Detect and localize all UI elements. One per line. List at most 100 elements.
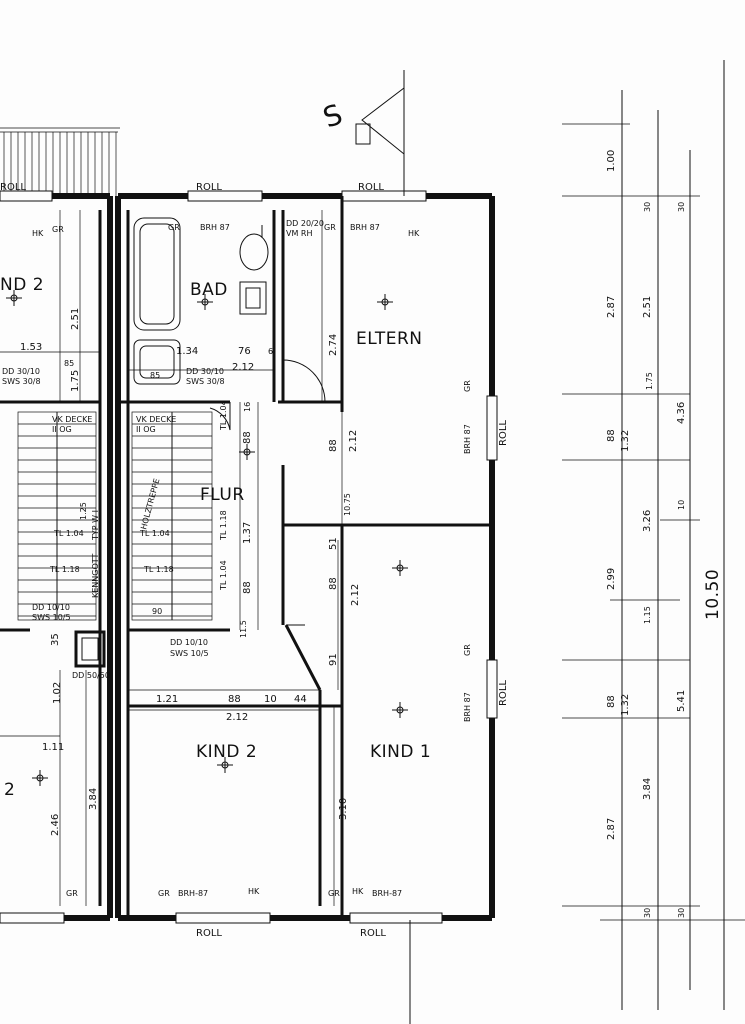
hk-label: HK: [32, 229, 44, 238]
dimension-label: 2.51: [642, 296, 653, 318]
holztreppe-label: HOLZTREPPE: [139, 478, 161, 531]
roll-label: ROLL: [196, 928, 222, 939]
dimension-label: 6: [268, 347, 273, 356]
dimension-label: 88: [242, 431, 253, 444]
dimension-label: 1.37: [242, 522, 253, 544]
brh-label: BRH 87: [350, 223, 380, 232]
dimension-label: 90: [152, 607, 162, 616]
dimension-label: 2.12: [226, 712, 248, 723]
gr-label: GR: [328, 889, 340, 898]
external-dimension-chains: [562, 60, 745, 1010]
dimension-lines: [0, 210, 343, 906]
dimension-label: 2.87: [606, 818, 617, 840]
interior-walls: [0, 196, 492, 918]
kenngott-label: KENNGOTT: [91, 553, 100, 598]
windows: [0, 190, 498, 924]
dimension-label: 30: [643, 908, 652, 918]
dd-label: DD 10/10: [170, 638, 208, 647]
dimension-label: 1.25: [79, 502, 88, 520]
dimension-label: 30: [643, 202, 652, 212]
dimension-label: 88: [328, 439, 339, 452]
dimension-label: 10: [677, 500, 686, 510]
dd-label: DD 30/10: [2, 367, 40, 376]
dimension-label: 3.10: [338, 798, 349, 820]
stairs-right: [131, 411, 213, 621]
roll-label: ROLL: [360, 928, 386, 939]
dimension-label: 10.50: [703, 569, 723, 620]
roll-label: ROLL: [196, 182, 222, 193]
dimension-label: 16: [243, 402, 252, 412]
tl-label: TL 1.18: [143, 565, 174, 574]
gr-label: GR: [168, 223, 180, 232]
room-label-kind2: KIND 2: [196, 742, 257, 762]
room-label-kind1: KIND 1: [370, 742, 431, 762]
stairs-left: [17, 411, 97, 621]
gr-label: GR: [158, 889, 170, 898]
sws-label: SWS 30/8: [186, 377, 225, 386]
dimension-label: 91: [328, 653, 339, 666]
dimension-label: 88: [328, 577, 339, 590]
dimension-label: 30: [677, 908, 686, 918]
roll-label: ROLL: [498, 420, 509, 446]
dimension-label: 85: [150, 371, 160, 380]
dimension-label: 1.02: [52, 682, 63, 704]
dimension-label: 1.15: [643, 606, 652, 624]
dimension-label: 88: [242, 581, 253, 594]
dd-label: DD 50/50: [72, 671, 110, 680]
gr-label: GR: [324, 223, 336, 232]
dimension-label: 5.41: [676, 690, 687, 712]
hk-label: HK: [248, 887, 260, 896]
room-label-eltern: ELTERN: [356, 329, 423, 349]
dimension-label: 3.84: [88, 788, 99, 810]
dd-label: DD 20/20: [286, 219, 324, 228]
dimension-label: 2.74: [328, 334, 339, 356]
dimension-label: 30: [677, 202, 686, 212]
dimension-label: 76: [238, 346, 251, 357]
og-label: II OG: [52, 425, 72, 434]
tl-label: TL 1.04: [219, 400, 228, 431]
room-label-flur: FLUR: [200, 485, 245, 505]
toilet-sink: [239, 225, 269, 315]
neighbour-roof-hatch: [0, 127, 120, 196]
gr-label: GR: [52, 225, 64, 234]
brh-label: BRH-87: [178, 889, 208, 898]
dimension-label: 1.00: [606, 150, 617, 172]
sws-label: SWS 30/8: [2, 377, 41, 386]
typ-label: TYP W I: [91, 510, 100, 541]
dimension-label: 2.12: [350, 584, 361, 606]
dimension-label: 1.32: [620, 694, 631, 716]
chimney: [74, 630, 106, 668]
dimension-label: 3.26: [642, 510, 653, 532]
dimension-label: 1.21: [156, 694, 178, 705]
gr-label: GR: [66, 889, 78, 898]
dimension-label: 11.5: [239, 620, 248, 638]
og-label: II OG: [136, 425, 156, 434]
gr-label: GR: [463, 644, 472, 656]
dimension-label: 1.75: [645, 372, 654, 390]
dimension-label: 3.84: [642, 778, 653, 800]
dimension-label: 1.32: [620, 430, 631, 452]
bathtub: [133, 217, 181, 385]
tl-label: TL 1.18: [49, 565, 80, 574]
brh-label: BRH 87: [463, 692, 472, 722]
tl-label: TL 1.04: [53, 529, 84, 538]
tl-label: TL 1.04: [139, 529, 170, 538]
dimension-label: 1.53: [20, 342, 42, 353]
roll-label: ROLL: [358, 182, 384, 193]
dimension-label: 85: [64, 359, 74, 368]
roll-label: ROLL: [0, 182, 26, 193]
doors: [209, 359, 326, 626]
dimension-label: 2.12: [348, 430, 359, 452]
dimension-label: 2.87: [606, 296, 617, 318]
external-dimension-texts: 1.00 30 30 2.87 2.51 1.75 88 1.32 4.36 3…: [606, 150, 723, 918]
dimension-label: 2.46: [50, 814, 61, 836]
gr-label: GR: [463, 380, 472, 392]
dimension-label: 88: [606, 695, 617, 708]
dimension-label: 88: [606, 429, 617, 442]
dimension-label: 4.36: [676, 402, 687, 424]
dimension-label: 51: [328, 537, 339, 550]
dd-label: DD 10/10: [32, 603, 70, 612]
room-label-bad: BAD: [190, 280, 228, 300]
room-label-left-partial: 2: [4, 780, 15, 800]
